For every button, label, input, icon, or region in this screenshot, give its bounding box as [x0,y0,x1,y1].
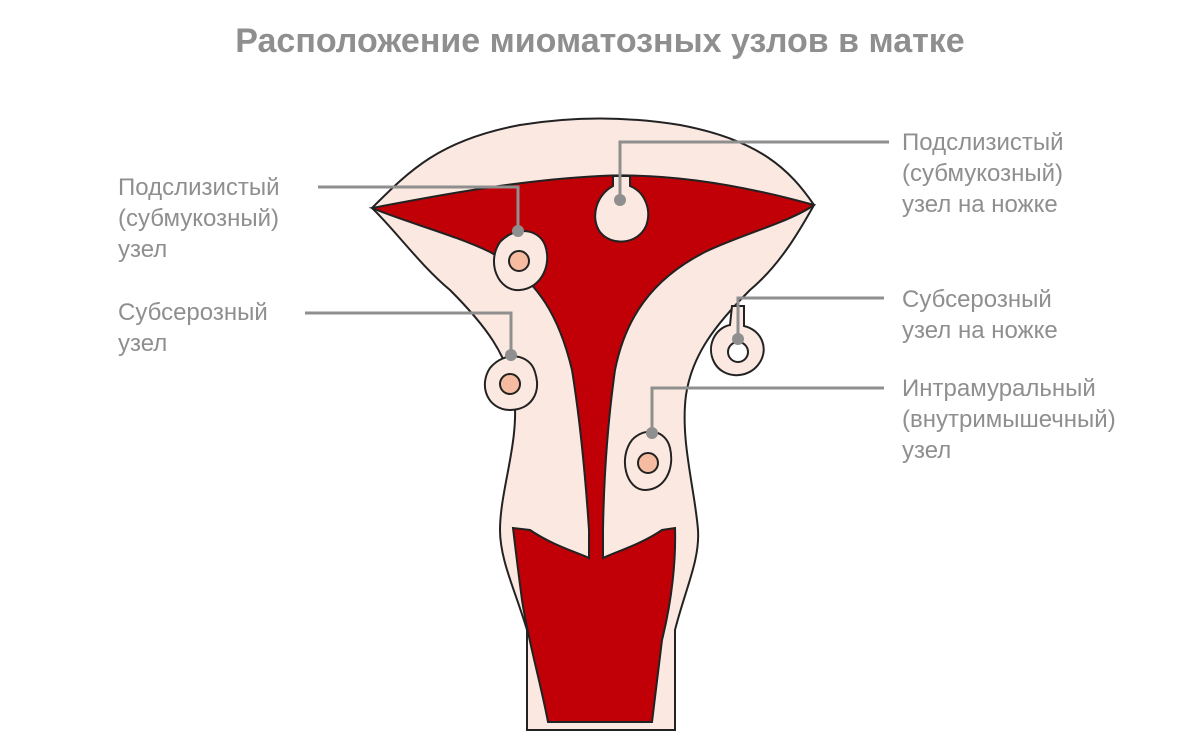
label-subserous-pedunculated: Субсерозный узел на ножке [902,286,1058,344]
diagram-title: Расположение миоматозных узлов в матке [235,22,965,60]
label-subserous-left: Субсерозный узел [118,299,268,357]
label-submucous-left: Подслизистый (субмукозный) узел [118,174,280,263]
leader-line-subserous-left [305,311,513,355]
leader-dot-subserous-pedunculated [732,333,744,345]
label-intramural: Интрамуральный (внутримышечный) узел [902,375,1116,464]
leader-dot-subserous-left [505,349,517,361]
leader-dot-submucous-left [512,225,524,237]
leader-line-subserous-pedunculated [736,296,884,339]
leader-dot-intramural [646,427,658,439]
leader-line-submucous-pedunculated [618,140,889,200]
submucous-node-left-core [508,250,530,272]
label-submucous-pedunculated: Подслизистый (субмукозный) узел на ножке [902,129,1064,218]
leader-dot-submucous-pedunculated [614,194,626,206]
subserous-node-left-core [499,373,521,395]
leader-line-intramural [650,386,884,433]
uterine-cavity [368,174,817,723]
submucous-pedunculated-node [594,175,650,243]
leader-line-submucous-left [318,185,520,231]
intramural-node-core [637,452,659,474]
